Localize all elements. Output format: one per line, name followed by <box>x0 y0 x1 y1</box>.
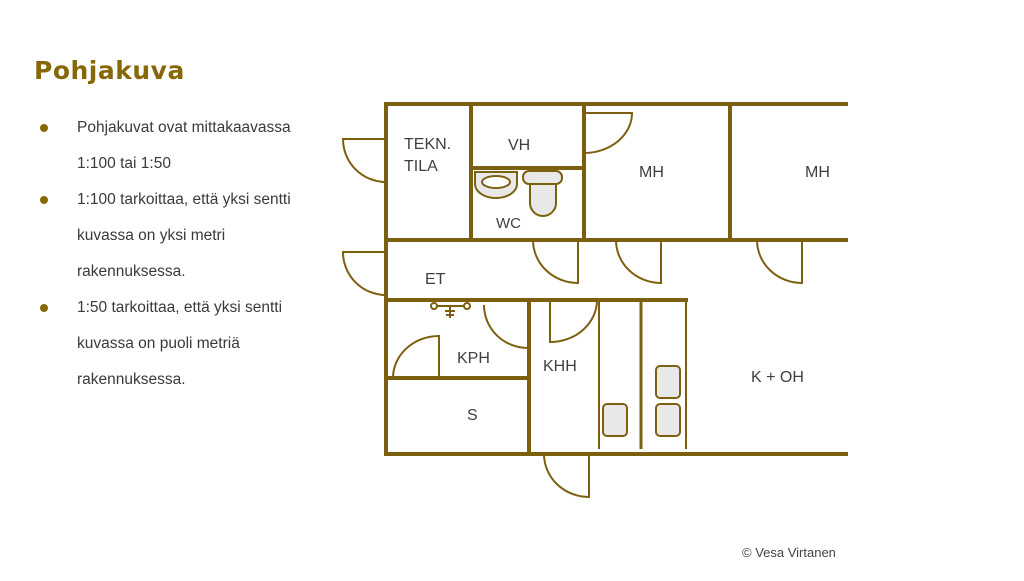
bullet-text: kuvassa on puoli metriä <box>77 335 240 352</box>
bullet-line: 1:100 tai 1:50 <box>40 152 380 188</box>
bullet-line: Pohjakuvat ovat mittakaavassa <box>40 116 380 152</box>
door <box>615 239 662 285</box>
door <box>483 304 529 350</box>
bullet-dot <box>40 124 48 132</box>
bullet-text: 1:100 tarkoittaa, että yksi sentti <box>77 191 291 208</box>
room-label-mh: MH <box>639 164 664 181</box>
appliance-icon <box>655 365 681 399</box>
bullet-dot <box>40 304 48 312</box>
shower-icon <box>430 302 471 318</box>
bullet-list: Pohjakuvat ovat mittakaavassa 1:100 tai … <box>40 116 380 404</box>
room-label-k-oh: K + OH <box>751 369 804 386</box>
door <box>341 251 387 296</box>
appliance-icon <box>655 403 681 437</box>
sink-basin <box>481 175 511 189</box>
door <box>341 138 387 183</box>
door <box>392 334 440 379</box>
bullet-line: 1:50 tarkoittaa, että yksi sentti <box>40 296 380 332</box>
appliance-icon <box>602 403 628 437</box>
room-label-khh: KHH <box>543 358 577 375</box>
bullet-text: 1:50 tarkoittaa, että yksi sentti <box>77 299 283 316</box>
slide-title: Pohjakuva <box>34 56 185 85</box>
room-label-tekn: TEKN. <box>404 136 452 153</box>
bullet-text: kuvassa on yksi metri <box>77 227 226 244</box>
shower-knob <box>430 302 438 310</box>
door <box>549 299 598 344</box>
bullet-line: kuvassa on puoli metriä <box>40 332 380 368</box>
bullet-text: Pohjakuvat ovat mittakaavassa <box>77 119 291 136</box>
room-label-s: S <box>467 407 478 424</box>
room-label-tila: TILA <box>404 158 438 175</box>
bullet-text: rakennuksessa. <box>77 371 186 388</box>
bullet-line: 1:100 tarkoittaa, että yksi sentti <box>40 188 380 224</box>
door <box>532 239 579 285</box>
door <box>583 112 634 154</box>
bullet-text: 1:100 tai 1:50 <box>77 155 171 172</box>
bullet-text: rakennuksessa. <box>77 263 186 280</box>
room-label-wc: WC <box>496 215 521 232</box>
doors <box>341 112 803 499</box>
fixtures <box>474 170 681 437</box>
bullet-line: rakennuksessa. <box>40 260 380 296</box>
toilet-tank <box>522 170 563 185</box>
room-label-mh: MH <box>805 164 830 181</box>
copyright-credit: © Vesa Virtanen <box>742 545 836 560</box>
bullet-line: rakennuksessa. <box>40 368 380 404</box>
room-label-et: ET <box>425 271 446 288</box>
toilet-icon <box>529 182 557 217</box>
door <box>543 453 590 499</box>
bullet-dot <box>40 196 48 204</box>
room-label-vh: VH <box>508 137 531 154</box>
shower-knob <box>463 302 471 310</box>
room-label-kph: KPH <box>457 350 490 367</box>
walls <box>384 102 848 456</box>
cabinets <box>598 300 687 449</box>
bullet-line: kuvassa on yksi metri <box>40 224 380 260</box>
door <box>756 239 803 285</box>
